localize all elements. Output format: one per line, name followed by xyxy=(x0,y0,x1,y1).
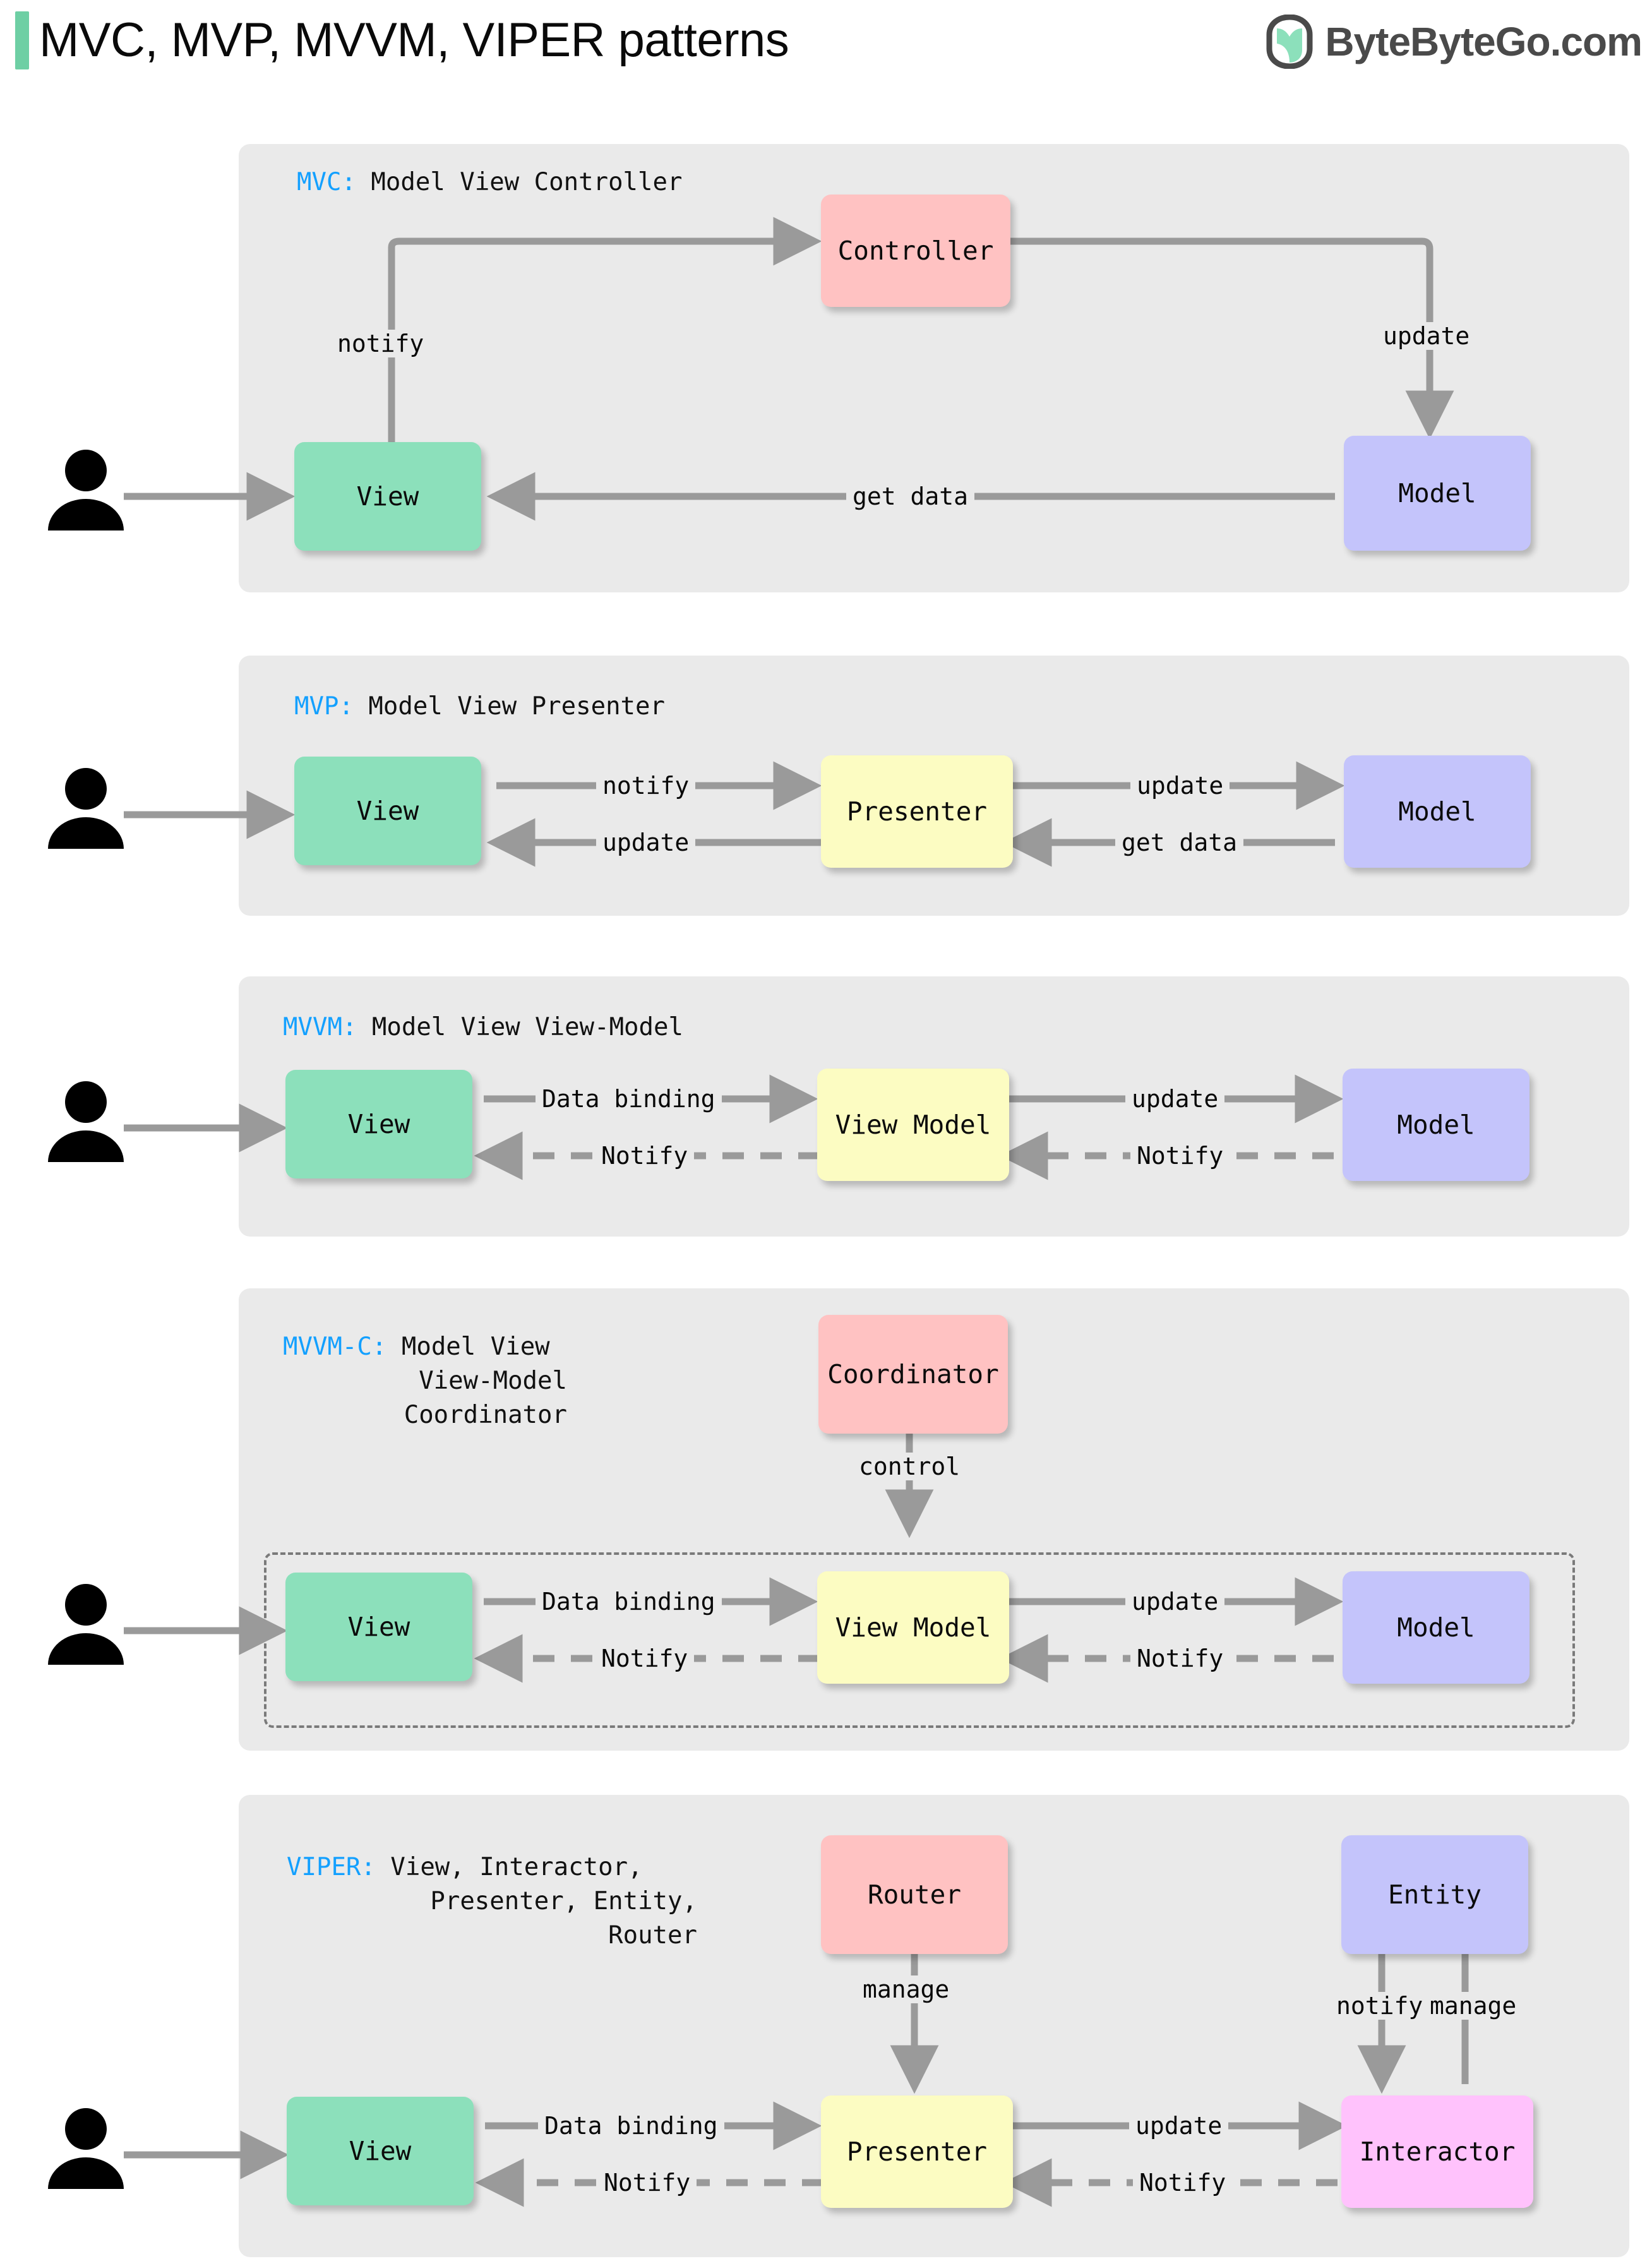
user-head xyxy=(65,1584,107,1626)
edge-label-databinding-viper: Data binding xyxy=(538,2112,724,2140)
node-label: Interactor xyxy=(1359,2137,1516,2167)
node-label: Model xyxy=(1398,796,1476,827)
user-icon-viper xyxy=(48,2108,124,2189)
node-label: Entity xyxy=(1387,1879,1482,1910)
node-label: View Model xyxy=(835,1612,991,1643)
node-label: View xyxy=(347,1612,410,1642)
user-head xyxy=(65,1081,107,1123)
caption-viper-rest: View, Interactor, xyxy=(375,1853,643,1881)
node-view-mvp[interactable]: View xyxy=(294,757,481,865)
edge-label-notify-model-vm: Notify xyxy=(1130,1142,1230,1170)
node-viewmodel-mvvmc[interactable]: View Model xyxy=(817,1571,1009,1684)
node-label: Model xyxy=(1397,1612,1475,1643)
node-view-mvc[interactable]: View xyxy=(294,442,481,551)
bytebytego-leaf-icon xyxy=(1266,15,1313,69)
caption-mvc: MVC: Model View Controller xyxy=(297,165,682,200)
edge-label-notify-vm-view-c: Notify xyxy=(595,1645,695,1672)
user-body xyxy=(48,499,124,531)
edge-label-databinding-mvvmc: Data binding xyxy=(536,1588,722,1616)
edge-label-update-viper: update xyxy=(1129,2112,1229,2140)
node-label: Model xyxy=(1398,478,1476,508)
edge-label-notify-model-vm-c: Notify xyxy=(1130,1645,1230,1672)
user-head xyxy=(65,2108,107,2150)
user-icon-mvvm xyxy=(48,1081,124,1162)
node-label: Presenter xyxy=(846,2137,988,2167)
edge-label-update-mvp: update xyxy=(1130,772,1230,800)
node-presenter-mvp[interactable]: Presenter xyxy=(821,755,1013,868)
node-label: View xyxy=(356,796,419,826)
user-head xyxy=(65,450,107,491)
node-view-viper[interactable]: View xyxy=(287,2097,474,2205)
node-model-mvc[interactable]: Model xyxy=(1344,436,1531,551)
user-body xyxy=(48,1130,124,1162)
node-interactor[interactable]: Interactor xyxy=(1341,2095,1533,2208)
caption-mvvm-rest: Model View View-Model xyxy=(357,1013,683,1041)
caption-mvvmc-line3: Coordinator xyxy=(404,1401,567,1429)
edge-label-getdata-mvp: get data xyxy=(1115,829,1244,856)
caption-viper-key: VIPER: xyxy=(287,1853,376,1881)
caption-mvvm-key: MVVM: xyxy=(283,1013,357,1041)
edge-label-getdata-mvc: get data xyxy=(846,483,975,510)
edge-label-manage-router: manage xyxy=(856,1975,956,2003)
edge-label-update-mvvmc: update xyxy=(1125,1588,1225,1616)
caption-mvp-rest: Model View Presenter xyxy=(353,692,666,721)
caption-mvvmc-rest: Model View xyxy=(386,1333,550,1361)
node-label: Model xyxy=(1397,1110,1475,1140)
user-body xyxy=(48,1633,124,1665)
edge-label-notify-mvc: notify xyxy=(331,330,431,357)
node-label: View xyxy=(349,2136,412,2166)
node-label: View xyxy=(347,1109,410,1139)
node-label: Router xyxy=(867,1879,962,1910)
node-view-mvvmc[interactable]: View xyxy=(285,1573,472,1681)
brand-logo: ByteByteGo.com xyxy=(1266,14,1643,69)
node-model-mvvmc[interactable]: Model xyxy=(1343,1571,1529,1684)
edge-label-update-mvc: update xyxy=(1377,322,1476,350)
edge-label-notify-vm-view: Notify xyxy=(595,1142,695,1170)
user-icon-mvp xyxy=(48,768,124,849)
node-router[interactable]: Router xyxy=(821,1835,1008,1954)
node-coordinator[interactable]: Coordinator xyxy=(818,1315,1008,1434)
brand-text: ByteByteGo.com xyxy=(1325,19,1643,64)
node-label: View xyxy=(356,481,419,512)
caption-mvp-key: MVP: xyxy=(294,692,354,721)
node-model-mvvm[interactable]: Model xyxy=(1343,1069,1529,1181)
user-body xyxy=(48,2157,124,2189)
node-label: Controller xyxy=(837,236,994,266)
caption-mvvmc-key: MVVM-C: xyxy=(283,1333,387,1361)
edge-label-notify-mvp: notify xyxy=(596,772,696,800)
caption-mvvmc: MVVM-C: Model View xyxy=(283,1330,567,1364)
edge-label-update-mvvm: update xyxy=(1125,1085,1225,1113)
caption-viper: VIPER: View, Interactor, xyxy=(287,1850,697,1885)
caption-mvp: MVP: Model View Presenter xyxy=(294,690,665,724)
edge-label-notify-pres-view: Notify xyxy=(597,2169,697,2197)
node-entity[interactable]: Entity xyxy=(1341,1835,1528,1954)
node-viewmodel-mvvm[interactable]: View Model xyxy=(817,1069,1009,1181)
user-body xyxy=(48,817,124,849)
edge-label-databinding-mvvm: Data binding xyxy=(536,1085,722,1113)
node-model-mvp[interactable]: Model xyxy=(1344,755,1531,868)
node-label: Coordinator xyxy=(827,1359,999,1389)
user-icon-mvvmc xyxy=(48,1584,124,1665)
user-head xyxy=(65,768,107,810)
caption-mvvm: MVVM: Model View View-Model xyxy=(283,1010,683,1045)
node-controller-mvc[interactable]: Controller xyxy=(821,195,1010,307)
node-presenter-viper[interactable]: Presenter xyxy=(821,2095,1013,2208)
caption-viper-line2: Presenter, Entity, xyxy=(430,1887,697,1915)
user-icon-mvc xyxy=(48,450,124,531)
caption-mvc-rest: Model View Controller xyxy=(356,168,683,196)
node-view-mvvm[interactable]: View xyxy=(285,1070,472,1178)
edge-label-notify-entity: notify xyxy=(1330,1992,1430,2020)
caption-viper-line3: Router xyxy=(608,1921,697,1950)
caption-mvvmc-line2: View-Model xyxy=(419,1367,567,1395)
caption-mvc-key: MVC: xyxy=(297,168,356,196)
edge-label-update-back-mvp: update xyxy=(596,829,696,856)
edge-label-manage-interactor: manage xyxy=(1423,1992,1523,2020)
page-title: MVC, MVP, MVVM, VIPER patterns xyxy=(39,13,789,67)
page-header: MVC, MVP, MVVM, VIPER patterns ByteByteG… xyxy=(0,0,1652,88)
node-label: View Model xyxy=(835,1110,991,1140)
edge-label-control: control xyxy=(853,1453,967,1480)
node-label: Presenter xyxy=(846,796,988,827)
accent-bar xyxy=(15,11,29,69)
edge-label-notify-inter-pres: Notify xyxy=(1133,2169,1233,2197)
